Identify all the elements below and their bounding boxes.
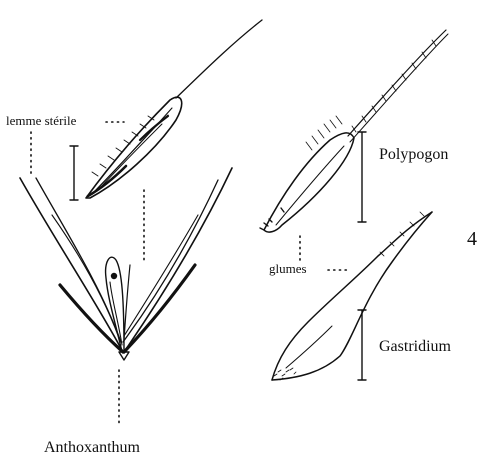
polypogon-spikelet — [260, 30, 448, 232]
figure-number: 4 — [467, 228, 477, 250]
anthoxanthum-scale-bar — [70, 146, 78, 200]
label-gastridium: Gastridium — [379, 338, 452, 355]
polypogon-scale-bar — [358, 132, 366, 222]
label-lemme-sterile: lemme stérile — [6, 113, 77, 128]
anthoxanthum-spikelet — [20, 168, 232, 360]
label-glumes: glumes — [269, 261, 307, 276]
label-anthoxanthum: Anthoxanthum — [44, 439, 141, 456]
sterile-lemma-drawing — [86, 20, 262, 198]
label-polypogon: Polypogon — [379, 146, 448, 163]
